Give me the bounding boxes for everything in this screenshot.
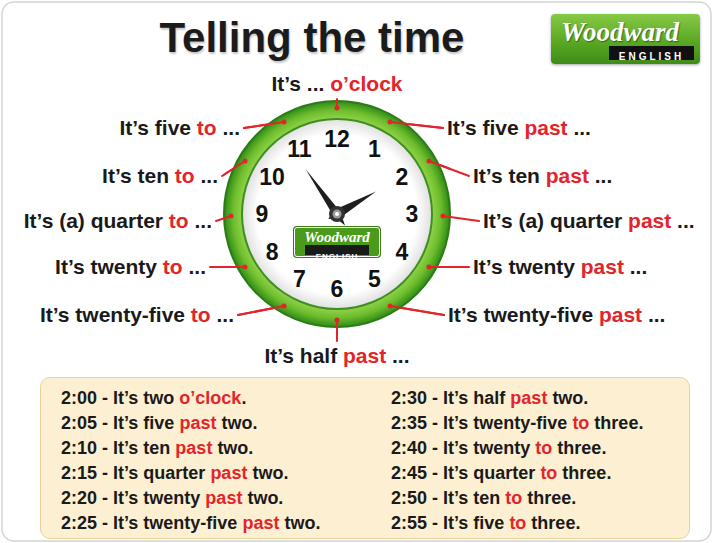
time-example-row: 2:10 - It’s ten past two. xyxy=(61,438,253,458)
time-phrase-holder: It’s twenty-five past ... xyxy=(448,303,665,327)
clock-number: 6 xyxy=(331,276,344,302)
clock-number: 3 xyxy=(406,201,419,227)
time-phrase-holder: It’s five to ... xyxy=(119,116,240,140)
clock-number-holder: 6 xyxy=(315,275,359,303)
time-row-holder: 2:40 - It’s twenty to three. xyxy=(391,436,606,460)
time-row-holder: 2:50 - It’s ten to three. xyxy=(391,486,576,510)
clock-number-holder: 9 xyxy=(240,200,284,228)
time-row-holder: 2:25 - It’s twenty-five past two. xyxy=(61,511,320,535)
time-phrase-label: It’s twenty-five to ... xyxy=(40,303,234,326)
time-phrase-holder: It’s twenty-five to ... xyxy=(40,303,234,327)
time-example-row: 2:25 - It’s twenty-five past two. xyxy=(61,513,320,533)
clock-number: 11 xyxy=(287,136,311,162)
time-row-holder: 2:45 - It’s quarter to three. xyxy=(391,461,611,485)
mini-logo-subtitle: ENGLISH xyxy=(316,252,359,261)
clock-number-holder: 7 xyxy=(278,265,322,293)
time-example-row: 2:35 - It’s twenty-five to three. xyxy=(391,413,643,433)
time-phrase-label: It’s twenty past ... xyxy=(473,255,647,278)
clock-number-holder: 2 xyxy=(380,163,424,191)
time-phrase-holder: It’s five past ... xyxy=(447,116,591,140)
examples-panel: 2:00 - It’s two o’clock. 2:05 - It’s five… xyxy=(40,377,690,539)
time-phrase-label: It’s (a) quarter to ... xyxy=(24,209,212,232)
time-phrase-holder: It’s half past ... xyxy=(137,344,537,368)
time-example-row: 2:20 - It’s twenty past two. xyxy=(61,488,283,508)
time-phrase-label: It’s half past ... xyxy=(264,344,409,367)
clock-number-holder: 10 xyxy=(250,163,294,191)
time-example-row: 2:55 - It’s five to three. xyxy=(391,513,580,533)
time-phrase-label: It’s five past ... xyxy=(447,116,591,139)
clock-number-holder: 8 xyxy=(250,238,294,266)
logo-subtitle: ENGLISH xyxy=(619,51,684,62)
time-phrase-holder: It’s twenty to ... xyxy=(55,255,206,279)
time-example-row: 2:45 - It’s quarter to three. xyxy=(391,463,611,483)
mini-logo-word: Woodward xyxy=(304,229,370,245)
clock-number: 7 xyxy=(293,266,306,292)
title-holder: Telling the time xyxy=(0,14,624,62)
time-phrase-label: It’s ten to ... xyxy=(102,164,218,187)
time-example-row: 2:40 - It’s twenty to three. xyxy=(391,438,606,458)
clock-number-holder: 1 xyxy=(353,135,397,163)
time-phrase-label: It’s ten past ... xyxy=(473,164,612,187)
clock-number: 4 xyxy=(396,239,409,265)
time-phrase-holder: It’s ten past ... xyxy=(473,164,612,188)
clock-number: 12 xyxy=(324,126,350,152)
clock-circle: 121234567891011WoodwardENGLISH xyxy=(223,100,451,328)
time-phrase-holder: It’s twenty past ... xyxy=(473,255,647,279)
clock-number: 1 xyxy=(368,136,381,162)
clock-brand-logo: WoodwardENGLISH xyxy=(294,227,380,257)
time-phrase-label: It’s (a) quarter past ... xyxy=(483,209,695,232)
logo-word-holder: Woodward xyxy=(561,16,679,48)
mini-logo-word-holder: Woodward xyxy=(295,228,379,246)
clock-number-holder: 12 xyxy=(315,125,359,153)
mini-logo-sub-holder: ENGLISH xyxy=(305,245,369,263)
brand-logo: WoodwardENGLISH xyxy=(551,14,700,64)
time-phrase-holder: It’s (a) quarter to ... xyxy=(24,209,212,233)
clock-number: 8 xyxy=(266,239,279,265)
time-example-row: 2:15 - It’s quarter past two. xyxy=(61,463,288,483)
clock-number: 5 xyxy=(368,266,381,292)
clock-number-holder: 3 xyxy=(390,200,434,228)
time-row-holder: 2:10 - It’s ten past two. xyxy=(61,436,253,460)
time-example-row: 2:00 - It’s two o’clock. xyxy=(61,388,246,408)
time-phrase-label: It’s twenty-five past ... xyxy=(448,303,665,326)
time-phrase-holder: It’s (a) quarter past ... xyxy=(483,209,695,233)
time-row-holder: 2:35 - It’s twenty-five to three. xyxy=(391,411,643,435)
time-phrase-holder: It’s ... o’clock xyxy=(137,72,537,96)
time-row-holder: 2:15 - It’s quarter past two. xyxy=(61,461,288,485)
time-example-row: 2:30 - It’s half past two. xyxy=(391,388,588,408)
time-row-holder: 2:05 - It’s five past two. xyxy=(61,411,257,435)
clock-number-holder: 4 xyxy=(380,238,424,266)
time-example-row: 2:50 - It’s ten to three. xyxy=(391,488,576,508)
logo-sub-holder: ENGLISH xyxy=(609,46,694,64)
clock-number: 2 xyxy=(396,164,409,190)
logo-word: Woodward xyxy=(561,17,679,47)
clock-number-holder: 5 xyxy=(353,265,397,293)
time-row-holder: 2:55 - It’s five to three. xyxy=(391,511,580,535)
time-row-holder: 2:30 - It’s half past two. xyxy=(391,386,588,410)
clock-number: 10 xyxy=(259,164,285,190)
clock-number-holder: 11 xyxy=(278,135,322,163)
time-phrase-holder: It’s ten to ... xyxy=(102,164,218,188)
clock-number: 9 xyxy=(256,201,269,227)
time-phrase-label: It’s five to ... xyxy=(119,116,240,139)
time-row-holder: 2:00 - It’s two o’clock. xyxy=(61,386,246,410)
title-text: Telling the time xyxy=(160,14,465,61)
mini-logo-band: ENGLISH xyxy=(305,245,369,255)
time-example-row: 2:05 - It’s five past two. xyxy=(61,413,257,433)
time-phrase-label: It’s ... o’clock xyxy=(271,72,402,95)
time-row-holder: 2:20 - It’s twenty past two. xyxy=(61,486,283,510)
time-phrase-label: It’s twenty to ... xyxy=(55,255,206,278)
logo-band: ENGLISH xyxy=(609,46,694,60)
